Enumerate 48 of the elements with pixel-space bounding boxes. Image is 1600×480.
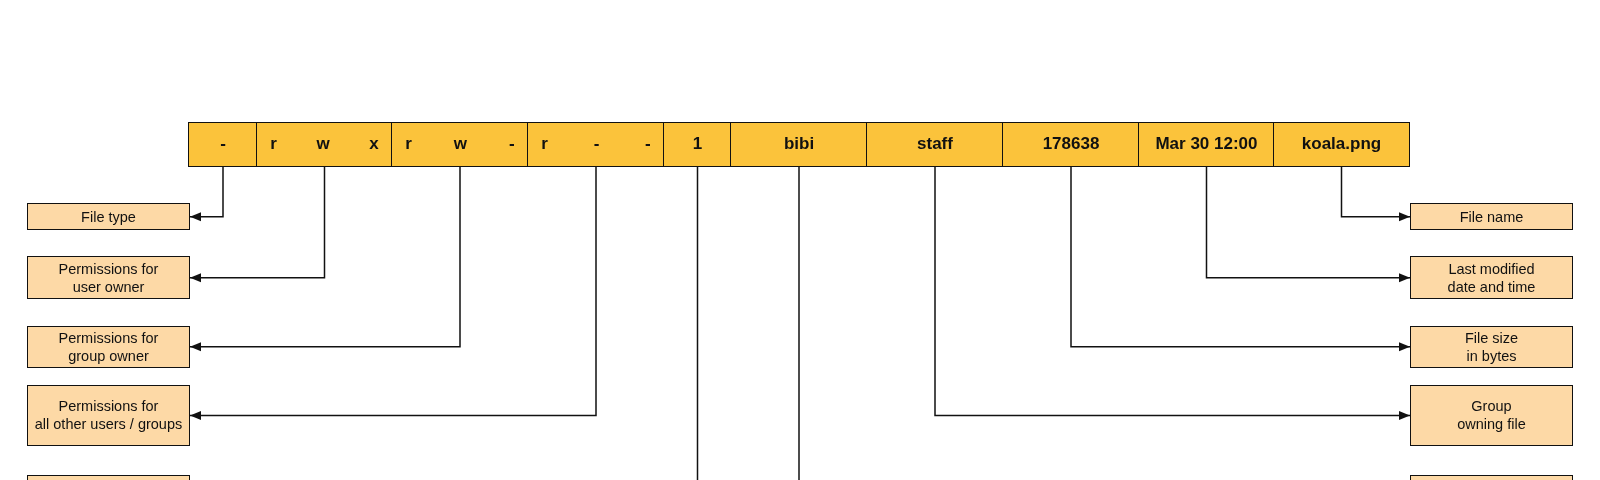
label-text: File size in bytes (1464, 328, 1519, 365)
label-text: File type (81, 207, 136, 226)
label-text: Permissions for all other users / groups (34, 397, 183, 434)
label-text: Permissions for group owner (58, 328, 159, 365)
label-text: Last modified date and time (1447, 259, 1536, 296)
listing-field-cell (188, 121, 258, 167)
arrow (189, 166, 461, 352)
listing-field-cell (527, 121, 665, 167)
label-text: Group owning file (1457, 397, 1526, 434)
label-box (27, 385, 190, 446)
arrow (189, 166, 224, 222)
label-text: File name (1459, 207, 1524, 226)
field-value: Mar 30 12:00 (1155, 134, 1258, 155)
label-box (27, 325, 190, 369)
arrow (934, 166, 1411, 420)
listing-field-cell (866, 121, 1004, 167)
listing-field-cell (730, 121, 868, 167)
connector-line (798, 166, 800, 480)
field-value: - (220, 134, 226, 155)
label-box (1410, 203, 1573, 231)
arrow (189, 166, 326, 283)
label-box (1410, 474, 1573, 480)
field-value: 1 (692, 134, 703, 155)
label-box (27, 474, 190, 480)
arrow (1205, 166, 1411, 283)
arrow (1340, 166, 1411, 222)
field-value: staff (917, 134, 953, 155)
label-box (27, 203, 190, 231)
listing-field-cell (663, 121, 732, 167)
listing-field-cell (391, 121, 529, 167)
field-value: 178638 (1042, 134, 1100, 155)
field-value: bibi (783, 134, 815, 155)
label-box (27, 256, 190, 300)
field-value: r w x (269, 134, 380, 155)
connector-line (696, 166, 699, 480)
label-box (1410, 256, 1573, 300)
field-value: r w - (404, 134, 516, 155)
field-value: r - - (540, 134, 652, 155)
arrow (1070, 166, 1411, 352)
label-text: Permissions for user owner (58, 259, 159, 296)
label-box (1410, 385, 1573, 446)
listing-field-cell (256, 121, 393, 167)
label-box (1410, 325, 1573, 369)
field-value: koala.png (1301, 134, 1382, 155)
listing-field-cell (1273, 121, 1410, 167)
arrow (189, 166, 597, 420)
listing-field-cell (1002, 121, 1140, 167)
listing-field-cell (1138, 121, 1275, 167)
